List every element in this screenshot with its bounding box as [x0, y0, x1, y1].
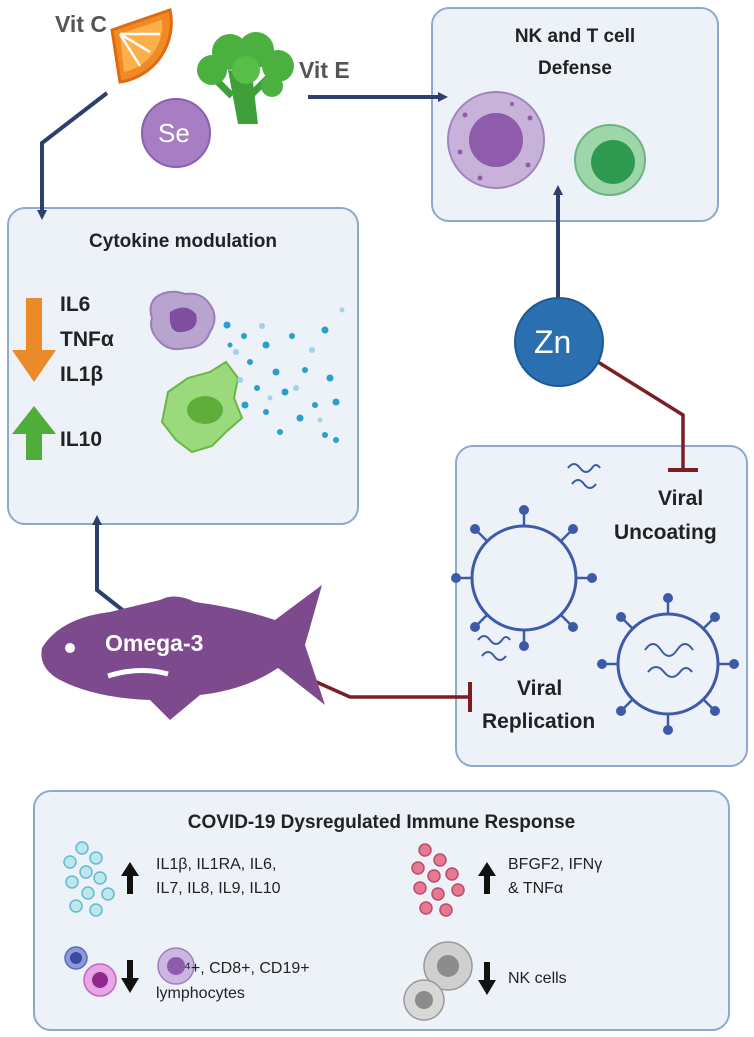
covid-q4-line1: NK cells — [508, 970, 567, 987]
cytokine-modulation-box — [7, 207, 359, 525]
viral-replication-line2: Replication — [482, 710, 596, 733]
inhibit-omega3-replication — [304, 675, 470, 699]
inhibit-zn-uncoating — [597, 360, 685, 470]
zn-label: Zn — [534, 324, 572, 360]
epithelial-cell-icon — [160, 360, 244, 454]
down-arrow-icon — [12, 298, 56, 382]
covid-arrows — [121, 862, 496, 995]
vit-c-label: Vit C — [55, 11, 107, 37]
t-cell-icon — [574, 124, 646, 196]
cytokine-cluster-cyan-icon — [63, 841, 115, 917]
fish-icon — [41, 585, 325, 720]
zinc-icon — [514, 297, 604, 387]
viral-rna-icon — [477, 463, 601, 661]
macrophage-icon — [149, 290, 216, 351]
se-label: Se — [158, 118, 190, 148]
lymphocyte-cells-icon — [64, 946, 195, 997]
down-arrow-small-icon — [121, 960, 139, 993]
down-arrow-small-icon — [478, 962, 496, 995]
tnfa-label: TNFα — [60, 328, 114, 351]
up-arrow-small-icon — [121, 862, 139, 894]
covid-q2-line2: & TNFα — [508, 880, 564, 897]
viral-uncoating-line2: Uncoating — [614, 521, 717, 544]
covid-q3-line1: ⁴+, CD8+, CD19+ — [184, 960, 310, 977]
orange-slice-icon — [110, 8, 173, 84]
up-arrow-small-icon — [478, 862, 496, 894]
cytokine-cluster-red-icon — [411, 843, 465, 917]
viral-uncoating-line1: Viral — [658, 487, 704, 510]
nk-cells-gray-icon — [403, 941, 473, 1021]
cytokine-particles — [223, 321, 340, 443]
il10-label: IL10 — [60, 428, 103, 451]
broccoli-icon — [197, 32, 294, 124]
covid-q1-line1: IL1β, IL1RA, IL6, — [156, 856, 277, 873]
virus-with-rna-icon — [597, 593, 739, 735]
omega3-label: Omega-3 — [105, 630, 204, 656]
covid-q3-line2: lymphocytes — [156, 985, 245, 1002]
il1b-label: IL1β — [60, 363, 104, 386]
vit-e-label: Vit E — [299, 57, 350, 83]
covid-response-box — [33, 790, 730, 1031]
covid-q2-line1: BFGF2, IFNγ — [508, 856, 603, 873]
nk-cell-icon — [447, 91, 545, 189]
selenium-icon — [141, 98, 211, 168]
viral-box — [455, 445, 748, 767]
covid-q1-line2: IL7, IL8, IL9, IL10 — [156, 880, 281, 897]
nk-box-title-line2: Defense — [538, 58, 612, 79]
viral-replication-line1: Viral — [517, 677, 563, 700]
up-arrow-icon — [12, 406, 56, 460]
arrow-omega3-to-cytokine — [92, 515, 127, 614]
covid-box-title: COVID-19 Dysregulated Immune Response — [187, 812, 576, 833]
virus-large-icon — [451, 505, 597, 651]
cytokine-box-title: Cytokine modulation — [89, 231, 277, 252]
il6-label: IL6 — [60, 293, 91, 316]
nk-box-title-line1: NK and T cell — [514, 26, 636, 47]
arrow-vitc-to-cytokine — [37, 91, 109, 220]
